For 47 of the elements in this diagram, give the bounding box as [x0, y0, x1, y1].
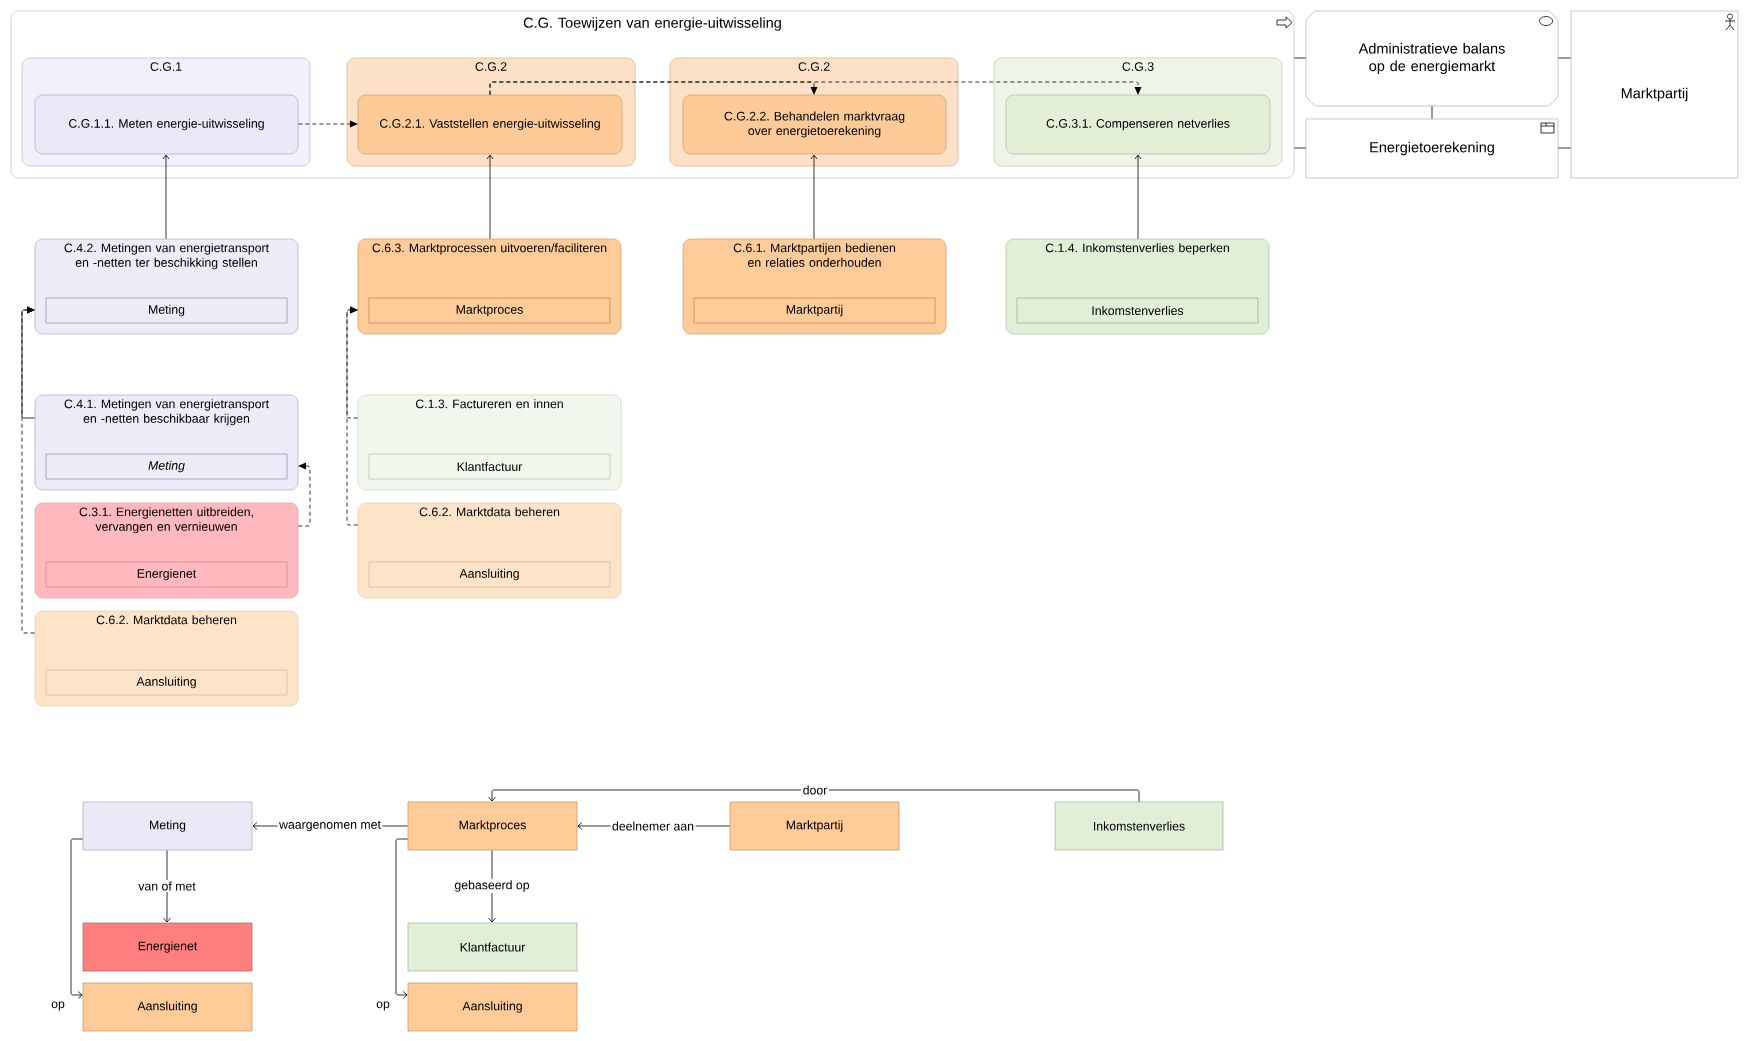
connector-line: [1431, 105, 1433, 120]
object-label: Energienet: [45, 561, 288, 588]
object-box: Meting: [82, 801, 253, 851]
edge-label: waargenomen met: [277, 819, 383, 833]
object-label: Klantfactuur: [368, 453, 611, 480]
arrow: [70, 838, 84, 999]
edge-label: deelnemer aan: [610, 820, 696, 832]
arrow: [1134, 154, 1142, 240]
process-box: C.G.2.2. Behandelen marktvraag over energietoerekening: [682, 94, 947, 155]
arrow: [489, 81, 1142, 96]
arrow: [488, 789, 1140, 803]
arrow: [486, 154, 494, 240]
object-box: Aansluiting: [82, 982, 253, 1032]
object-box: Marktproces: [407, 801, 578, 851]
arrow: [297, 120, 358, 128]
edge-label: door: [801, 784, 829, 796]
connector-line: [1293, 57, 1307, 59]
process-box: C.G.2.1. Vaststellen energie-uitwisseling: [357, 94, 623, 155]
service-box: Administratieve balans op de energiemarkt: [1305, 10, 1559, 107]
edge-label: op: [49, 999, 67, 1013]
object-label: Meting: [45, 453, 288, 480]
edge-label: gebaseerd op: [452, 878, 532, 894]
arrow: [162, 154, 170, 240]
arrow: [395, 838, 409, 999]
object-label: Aansluiting: [368, 561, 611, 588]
arrow: [810, 154, 818, 240]
element-box: Marktpartij: [1570, 10, 1739, 179]
object-box: Marktpartij: [729, 801, 900, 851]
object-label: Aansluiting: [45, 669, 288, 696]
arrow: [488, 849, 496, 923]
connector-line: [1557, 147, 1572, 149]
edge-label: van of met: [136, 880, 198, 892]
object-label: Inkomstenverlies: [1016, 297, 1259, 324]
object-label: Meting: [45, 297, 288, 324]
connector-line: [1557, 57, 1572, 59]
object-label: Marktpartij: [693, 297, 936, 324]
object-box: Klantfactuur: [407, 922, 578, 972]
process-box: C.G.1.1. Meten energie-uitwisseling: [34, 94, 299, 155]
element-box: Energietoerekening: [1305, 118, 1559, 179]
arrow: [163, 849, 171, 923]
object-box: Aansluiting: [407, 982, 578, 1032]
object-box: Inkomstenverlies: [1054, 801, 1224, 851]
process-box: C.G.3.1. Compenseren netverlies: [1005, 94, 1271, 155]
edge-label: op: [374, 999, 392, 1013]
object-box: Energienet: [82, 922, 253, 972]
object-label: Marktproces: [368, 297, 611, 324]
connector-line: [1293, 147, 1307, 149]
